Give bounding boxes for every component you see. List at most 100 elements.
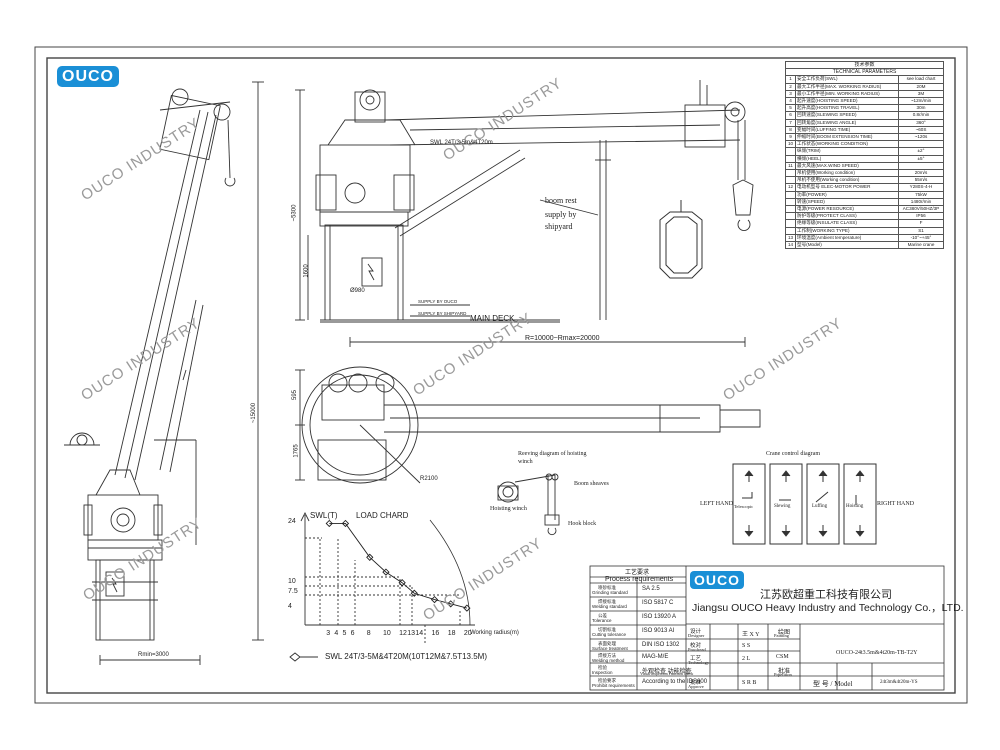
drawing-code: OUCO-24t3.5m&4t20m-TB-T2Y xyxy=(836,650,918,656)
param-cell-v: 75kW xyxy=(898,190,944,199)
param-cell-v: F xyxy=(898,219,944,228)
param-cell-n: 8 xyxy=(785,125,796,135)
req-row-value: SA 2.5 xyxy=(642,586,660,592)
param-cell-n xyxy=(785,190,796,199)
param-cell-v: ±5° xyxy=(898,154,944,163)
req-row-value: ISO 9013 AI xyxy=(642,628,675,634)
req-row-cn: 焊接方法 xyxy=(598,653,616,658)
x-tick-label: 12 xyxy=(399,630,407,637)
param-cell-n: 7 xyxy=(785,118,796,127)
load-chart-point xyxy=(410,589,418,597)
req-row-value: DIN ISO 1302 xyxy=(642,642,680,648)
param-cell-n: 5 xyxy=(785,104,796,113)
req-row-cn: 焊接标准 xyxy=(598,599,616,604)
role-name: 王 X Y xyxy=(742,632,760,638)
x-tick-label: 18 xyxy=(447,630,456,637)
param-cell-n xyxy=(785,176,796,185)
param-cell-n: 10 xyxy=(785,140,796,149)
x-tick-label: 8 xyxy=(366,630,371,637)
param-row: 绝缘等级(INSULATE CLASS)F xyxy=(785,219,944,228)
req-row-en: Welding method xyxy=(592,658,625,663)
crane-elevation-raised xyxy=(64,81,264,665)
inspection-en: Visual inspection Function check xyxy=(640,671,694,676)
req-row-value: According to the IDS600 xyxy=(642,679,708,685)
boom-rest-label: boom rest xyxy=(545,196,577,205)
param-cell-n: 13 xyxy=(785,233,796,243)
param-cell-n: 1 xyxy=(785,75,796,84)
param-cell-k: 横倾(HEEL) xyxy=(795,154,899,163)
load-chart-point xyxy=(325,519,333,528)
drawing-cn: 绘图 xyxy=(778,630,791,636)
title-block xyxy=(589,565,945,691)
param-cell-k: 吊机不使用(Working condition) xyxy=(795,176,899,185)
req-row-value: MAG-M/E xyxy=(642,654,669,660)
param-row: 防护等级(PROTECT CLASS)IP56 xyxy=(785,212,944,221)
outer-frame xyxy=(34,46,968,704)
reeving-title-2: winch xyxy=(518,459,533,465)
param-row: 纵倾(TRIM)±2° xyxy=(785,147,944,156)
y-tick-label: 4 xyxy=(288,603,292,611)
param-cell-n: 2 xyxy=(785,82,796,91)
y-tick-label: 10 xyxy=(288,577,296,585)
crane-control-diagram xyxy=(732,463,877,545)
role-en: Technology xyxy=(688,660,710,665)
crane-plan-view xyxy=(295,366,761,484)
param-cell-n: 6 xyxy=(785,111,796,120)
param-cell-n xyxy=(785,147,796,156)
ouco-logo-titleblock: OUCO xyxy=(690,571,744,589)
req-row-cn: 喷砂标准 xyxy=(598,585,616,590)
hook-block-label: Hook block xyxy=(568,521,597,527)
req-row-en: Tolerance xyxy=(592,618,612,623)
param-cell-v: see load chart xyxy=(898,75,944,84)
req-row-cn: 检验 xyxy=(598,665,607,670)
role-en: Designer xyxy=(688,633,705,638)
param-cell-k: 变幅时间(LUFFING TIME) xyxy=(795,125,899,135)
req-row-en: Cutting tolerance xyxy=(592,632,627,637)
param-cell-k: 起升速度(HOISTING SPEED) xyxy=(795,97,899,106)
param-cell-k: 伸缩时间(BOOM EXTENSION TIME) xyxy=(795,133,899,142)
req-row-en: Grinding standard xyxy=(592,590,628,595)
param-cell-v: 30m xyxy=(898,104,944,113)
param-cell-v: 0.8r/min xyxy=(898,111,944,120)
param-row: 吊机不使用(Working condition)55m/s xyxy=(785,176,944,185)
params-title-en: TECHNICAL PARAMETERS xyxy=(785,68,944,77)
param-cell-k: 工作制(WORKING TYPE) xyxy=(795,226,899,235)
param-cell-k: 绝缘等级(INSULATE CLASS) xyxy=(795,219,899,228)
dim-r2100: R2100 xyxy=(420,476,438,482)
load-chart-point xyxy=(382,568,390,576)
param-cell-v: S1 xyxy=(898,226,944,235)
hoisting-winch-label: Hoisting winch xyxy=(490,506,527,512)
param-cell-v: ~60S xyxy=(898,125,944,135)
param-cell-v: Marine crane xyxy=(898,241,944,250)
req-row-cn: 表面处理 xyxy=(598,641,616,646)
y-tick-label: 7.5 xyxy=(288,588,298,596)
req-row-value: ISO 13920 A xyxy=(642,614,677,620)
main-deck-label: MAIN DECK xyxy=(470,314,515,323)
role-en: Proofread xyxy=(688,647,706,652)
x-tick-label: 6 xyxy=(350,630,355,637)
param-cell-k: 工作状态(WORKING CONDITION) xyxy=(795,140,899,149)
dim-595: 595 xyxy=(292,389,299,401)
x-tick-label: 10 xyxy=(382,630,391,637)
load-chart-point xyxy=(398,579,406,587)
req-row-cn: 切割标准 xyxy=(598,627,616,632)
param-cell-k: 电源(POWER RESOURCE) xyxy=(795,205,899,214)
param-cell-v xyxy=(898,161,944,171)
param-cell-k: 最大风速(MAX.WIND SPEED) xyxy=(795,161,899,171)
x-tick-label: 16 xyxy=(431,630,440,637)
param-cell-k: 最小工作半径(MIN. WORKING RADIUS) xyxy=(795,89,899,99)
x-tick-label: 14 xyxy=(415,630,424,637)
load-chart-xlabel: Working radius(m) xyxy=(470,630,519,636)
params-title-cn: 技术参数 xyxy=(785,60,944,70)
